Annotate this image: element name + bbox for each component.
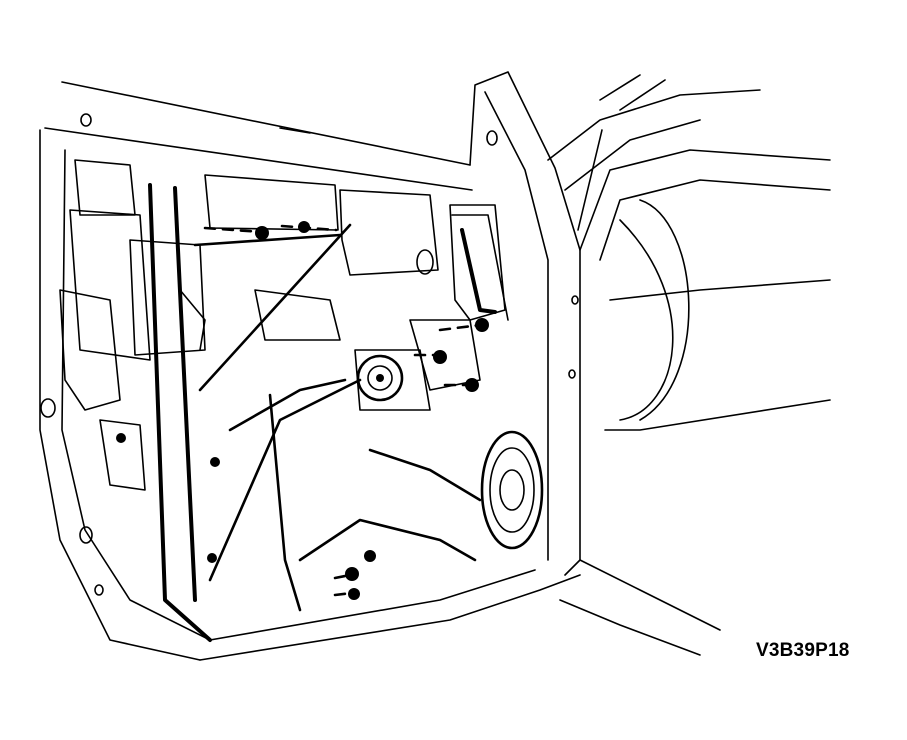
window-regulator-cables xyxy=(148,183,482,642)
door-latch-bracket xyxy=(451,214,509,321)
fastener-locations xyxy=(116,221,489,600)
speaker xyxy=(480,430,544,550)
reservoir-tank xyxy=(129,239,206,356)
inner-door-panel-openings xyxy=(59,130,506,491)
vehicle-body-pillar-outline xyxy=(547,74,831,656)
figure-code-label: V3B39P18 xyxy=(756,640,850,661)
regulator-motor-assembly xyxy=(354,319,481,411)
door-frame-outline xyxy=(39,71,581,661)
